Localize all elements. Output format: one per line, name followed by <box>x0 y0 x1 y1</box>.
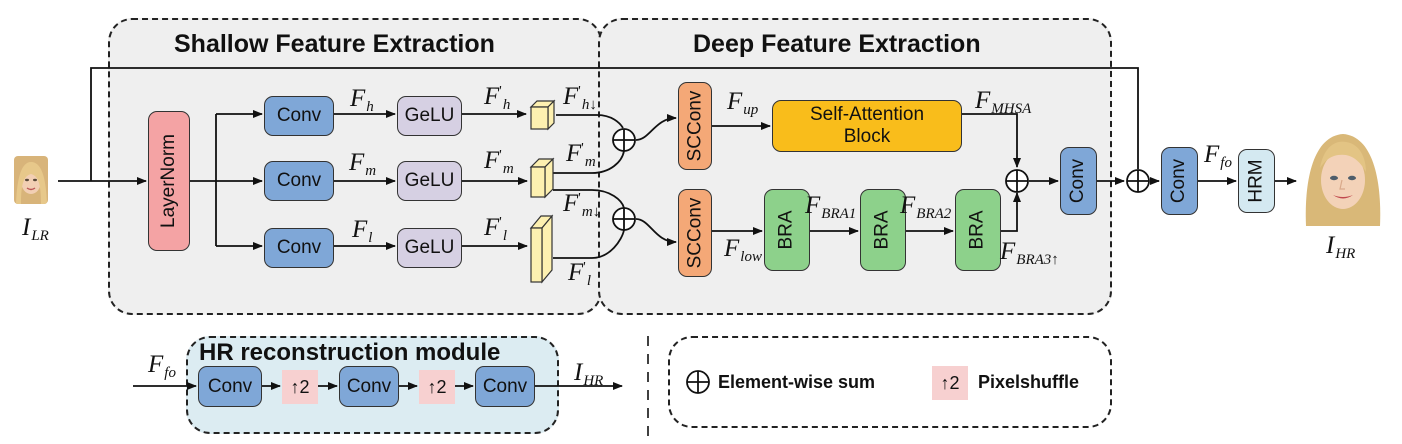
label-fmhsa: FMHSA <box>975 87 1032 117</box>
gelu-block-mid: GeLU <box>397 161 462 201</box>
layernorm-block: LayerNorm <box>148 111 190 251</box>
hr-reconstruction-title: HR reconstruction module <box>199 339 501 366</box>
conv-block-final: Conv <box>1161 147 1198 215</box>
conv-block-fusion: Conv <box>1060 147 1097 215</box>
hr-pixelshuffle-1: ↑2 <box>282 370 318 404</box>
scconv-block-lower: SCConv <box>678 189 712 277</box>
hr-conv-block-3: Conv <box>475 366 535 407</box>
label-hr-input-ffo: Ffo <box>148 351 176 381</box>
legend-pixelshuffle-symbol: ↑2 <box>932 366 968 400</box>
hrm-block: HRM <box>1238 149 1275 213</box>
label-fbra2: FBRA2 <box>900 192 952 222</box>
label-fh-down: F'h↓ <box>563 83 597 113</box>
label-fh: Fh <box>350 85 374 115</box>
conv-block-low: Conv <box>264 228 334 268</box>
label-ffo: Ffo <box>1204 141 1232 171</box>
label-fm-prime-2: F'm <box>566 140 596 170</box>
legend-element-wise-sum: Element-wise sum <box>718 372 876 392</box>
legend-pixelshuffle: Pixelshuffle <box>978 372 1080 392</box>
label-fl-prime-2: F'l <box>568 259 591 289</box>
hr-conv-block-1: Conv <box>198 366 262 407</box>
input-label-ilr: ILR <box>22 214 49 244</box>
low-resolution-face-image <box>14 156 48 204</box>
label-fbra1: FBRA1 <box>805 192 857 222</box>
hr-pixelshuffle-2: ↑2 <box>419 370 455 404</box>
label-hr-output-ihr: IHR <box>574 359 604 389</box>
label-fm-down: F'm↓ <box>563 190 601 220</box>
label-fl: Fl <box>352 216 373 246</box>
feature-cubes <box>529 99 556 284</box>
gelu-block-high: GeLU <box>397 96 462 136</box>
bra-block-2: BRA <box>860 189 906 271</box>
shallow-feature-extraction-title: Shallow Feature Extraction <box>174 30 495 58</box>
label-fh-prime: F'h <box>484 83 511 113</box>
bra-block-3: BRA <box>955 189 1001 271</box>
label-fup: Fup <box>727 88 759 118</box>
label-fbra3: FBRA3↑ <box>1000 238 1059 268</box>
hr-conv-block-2: Conv <box>339 366 399 407</box>
bra-block-1: BRA <box>764 189 810 271</box>
scconv-block-upper: SCConv <box>678 82 712 170</box>
label-flow: Flow <box>724 235 762 265</box>
legend-region <box>668 336 1112 428</box>
conv-block-high: Conv <box>264 96 334 136</box>
label-fm: Fm <box>349 149 377 179</box>
output-label-ihr: IHR <box>1326 232 1356 262</box>
conv-block-mid: Conv <box>264 161 334 201</box>
label-fm-prime: F'm <box>484 147 514 177</box>
high-resolution-face-image <box>1300 128 1386 226</box>
deep-feature-extraction-title: Deep Feature Extraction <box>693 30 981 58</box>
label-fl-prime: F'l <box>484 214 507 244</box>
gelu-block-low: GeLU <box>397 228 462 268</box>
